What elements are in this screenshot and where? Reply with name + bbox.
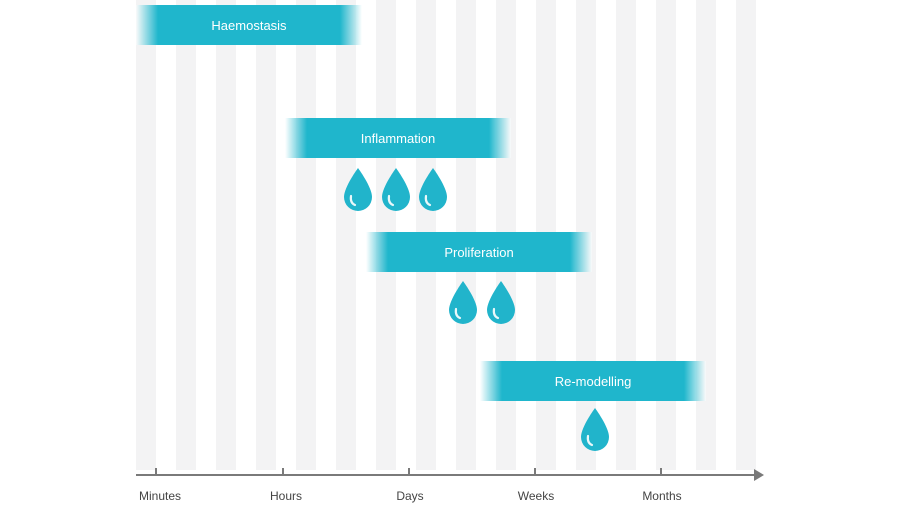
phase-bar-remodelling: Re-modelling [480, 361, 706, 401]
axis-label-weeks: Weeks [517, 489, 555, 503]
water-drop-icon [382, 168, 410, 211]
axis-label-minutes: Minutes [138, 489, 182, 503]
water-drop-icon [344, 168, 372, 211]
axis-tick [408, 468, 410, 476]
axis-tick [660, 468, 662, 476]
axis-tick [155, 468, 157, 476]
grid-stripe [296, 0, 316, 470]
grid-stripe [616, 0, 636, 470]
water-drop-icon [581, 408, 609, 451]
grid-stripe [136, 0, 156, 470]
grid-stripe [656, 0, 676, 470]
axis-arrow-icon [754, 469, 764, 481]
water-drop-icon [449, 281, 477, 324]
axis-label-months: Months [642, 489, 682, 503]
axis-label-days: Days [396, 489, 424, 503]
phase-label: Re-modelling [554, 373, 632, 389]
axis-label-hours: Hours [269, 489, 302, 503]
grid-stripe [256, 0, 276, 470]
phase-bar-haemostasis: Haemostasis [136, 5, 362, 45]
phase-label: Inflammation [360, 130, 436, 146]
grid-stripe [216, 0, 236, 470]
phase-label: Proliferation [444, 244, 514, 260]
axis-tick [534, 468, 536, 476]
phase-bar-proliferation: Proliferation [366, 232, 592, 272]
grid-stripe [176, 0, 196, 470]
axis-tick [282, 468, 284, 476]
phase-label: Haemostasis [211, 17, 287, 33]
grid-stripe [336, 0, 356, 470]
grid-stripe [696, 0, 716, 470]
phase-bar-inflammation: Inflammation [285, 118, 511, 158]
water-drop-icon [487, 281, 515, 324]
grid-stripe [736, 0, 756, 470]
water-drop-icon [419, 168, 447, 211]
time-axis-line [136, 474, 756, 476]
